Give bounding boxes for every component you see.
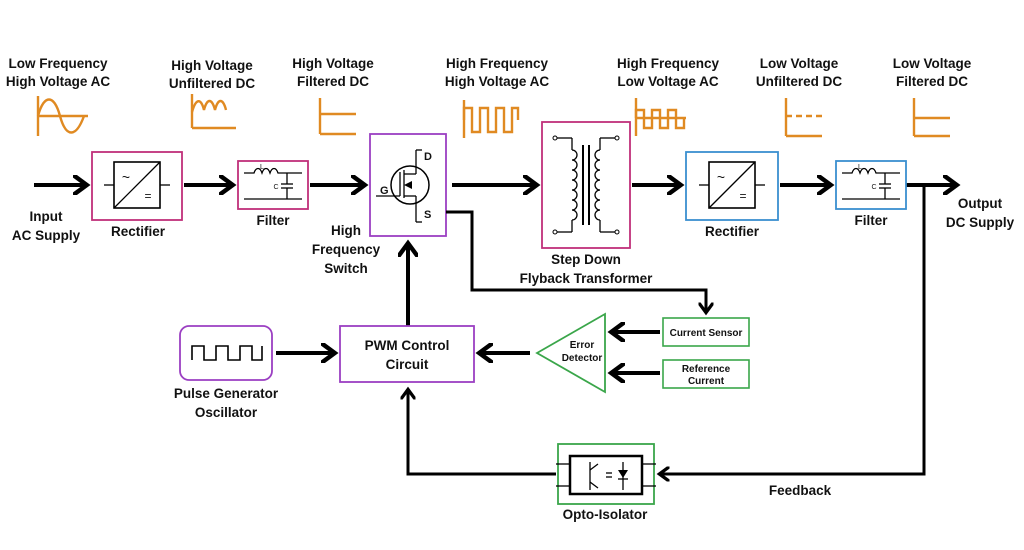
unfiltered-dc-wave-icon [190, 94, 236, 130]
transformer-label: Step Down Flyback Transformer [520, 252, 654, 286]
feedback-label: Feedback [769, 483, 832, 498]
input-label: Input AC Supply [12, 209, 81, 243]
svg-text:Current: Current [688, 376, 725, 387]
svg-text:S: S [424, 209, 431, 221]
svg-text:L: L [858, 164, 862, 171]
svg-text:Unfiltered DC: Unfiltered DC [169, 76, 256, 91]
svg-text:High Voltage AC: High Voltage AC [6, 74, 111, 89]
output-label: Output DC Supply [946, 196, 1015, 230]
svg-text:High Frequency: High Frequency [446, 56, 549, 71]
svg-text:Low Voltage AC: Low Voltage AC [617, 74, 719, 89]
output-feedback-wire [660, 185, 926, 474]
reference-current-block: Reference Current [662, 359, 750, 389]
svg-text:High: High [331, 223, 361, 238]
switch-label: High Frequency Switch [312, 223, 381, 276]
svg-text:C: C [871, 184, 876, 191]
svg-text:Current Sensor: Current Sensor [670, 328, 743, 339]
waveform-label-2: High Voltage Unfiltered DC [169, 58, 256, 91]
error-detector-block: Error Detector [535, 312, 606, 394]
svg-text:D: D [424, 151, 432, 163]
svg-text:High Voltage: High Voltage [292, 56, 374, 71]
svg-text:C: C [273, 184, 278, 191]
sine-wave-icon [36, 96, 88, 136]
svg-text:~: ~ [717, 169, 725, 185]
svg-text:High Frequency: High Frequency [617, 56, 720, 71]
current-sensor-block: Current Sensor [662, 317, 750, 347]
svg-text:Detector: Detector [562, 353, 603, 364]
filtered-dc-wave-icon [318, 98, 356, 136]
rectifier-2-label: Rectifier [705, 224, 760, 239]
svg-text:Input: Input [30, 209, 63, 224]
hf-low-voltage-square-wave-icon [634, 98, 686, 136]
svg-text:Unfiltered DC: Unfiltered DC [756, 74, 843, 89]
svg-text:Flyback Transformer: Flyback Transformer [520, 271, 654, 286]
svg-text:High Voltage: High Voltage [171, 58, 253, 73]
filtered-low-dc-wave-icon [912, 98, 950, 138]
svg-text:Step Down: Step Down [551, 252, 621, 267]
opto-isolator-label: Opto-Isolator [563, 507, 648, 522]
filter-block-1: L C [237, 160, 309, 210]
unfiltered-low-dc-wave-icon [784, 98, 822, 138]
waveform-label-7: Low Voltage Filtered DC [893, 56, 972, 89]
opto-isolator-block [556, 443, 656, 505]
svg-text:L: L [260, 164, 264, 171]
svg-text:Circuit: Circuit [386, 357, 429, 372]
svg-text:Filtered DC: Filtered DC [297, 74, 369, 89]
filter-1-label: Filter [256, 213, 290, 228]
svg-text:Reference: Reference [682, 364, 731, 375]
svg-text:Oscillator: Oscillator [195, 405, 258, 420]
svg-text:G: G [380, 185, 389, 197]
flyback-transformer-block [541, 121, 631, 249]
svg-text:DC Supply: DC Supply [946, 215, 1015, 230]
svg-text:Output: Output [958, 196, 1003, 211]
svg-text:=: = [739, 189, 746, 203]
hf-high-voltage-square-wave-icon [462, 100, 520, 138]
svg-text:Error: Error [570, 340, 595, 351]
waveform-label-4: High Frequency High Voltage AC [445, 56, 550, 89]
waveform-label-6: Low Voltage Unfiltered DC [756, 56, 843, 89]
svg-text:PWM Control: PWM Control [365, 338, 450, 353]
svg-text:AC Supply: AC Supply [12, 228, 81, 243]
filter-2-label: Filter [854, 213, 888, 228]
pwm-control-block: PWM Control Circuit [339, 325, 475, 383]
waveform-label-1: Low Frequency High Voltage AC [6, 56, 111, 89]
svg-text:=: = [144, 189, 151, 203]
svg-text:Low Voltage: Low Voltage [760, 56, 839, 71]
svg-text:Switch: Switch [324, 261, 368, 276]
rectifier-block-1: ~ = [91, 151, 183, 221]
svg-text:Low Frequency: Low Frequency [8, 56, 108, 71]
waveform-label-5: High Frequency Low Voltage AC [617, 56, 720, 89]
svg-text:Frequency: Frequency [312, 242, 381, 257]
filter-block-2: L C [835, 160, 907, 210]
waveform-label-3: High Voltage Filtered DC [292, 56, 374, 89]
svg-text:Filtered DC: Filtered DC [896, 74, 968, 89]
opto-to-pwm-wire [408, 390, 556, 476]
rectifier-1-label: Rectifier [111, 224, 166, 239]
svg-text:Low Voltage: Low Voltage [893, 56, 972, 71]
svg-text:High Voltage AC: High Voltage AC [445, 74, 550, 89]
svg-text:Pulse Generator: Pulse Generator [174, 386, 279, 401]
pulse-generator-block [179, 325, 273, 381]
oscillator-label: Pulse Generator Oscillator [174, 386, 279, 420]
mosfet-switch-block: G D S [369, 133, 447, 237]
rectifier-block-2: ~ = [685, 151, 779, 221]
svg-text:~: ~ [122, 169, 130, 185]
source-to-current-sensor-wire [446, 210, 706, 312]
